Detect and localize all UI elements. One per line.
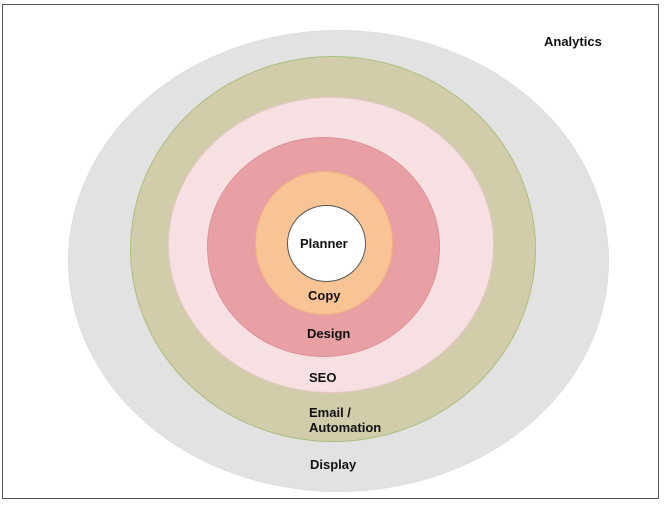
ring-planner — [287, 205, 366, 282]
email-automation-label: Email / Automation — [309, 405, 409, 435]
email-label-line1: Email / — [309, 405, 351, 420]
email-label-line2: Automation — [309, 420, 382, 435]
copy-label: Copy — [308, 288, 341, 303]
seo-label: SEO — [309, 370, 337, 385]
display-label: Display — [310, 457, 357, 472]
analytics-label: Analytics — [544, 34, 602, 49]
design-label: Design — [307, 326, 351, 341]
planner-label: Planner — [300, 236, 348, 251]
